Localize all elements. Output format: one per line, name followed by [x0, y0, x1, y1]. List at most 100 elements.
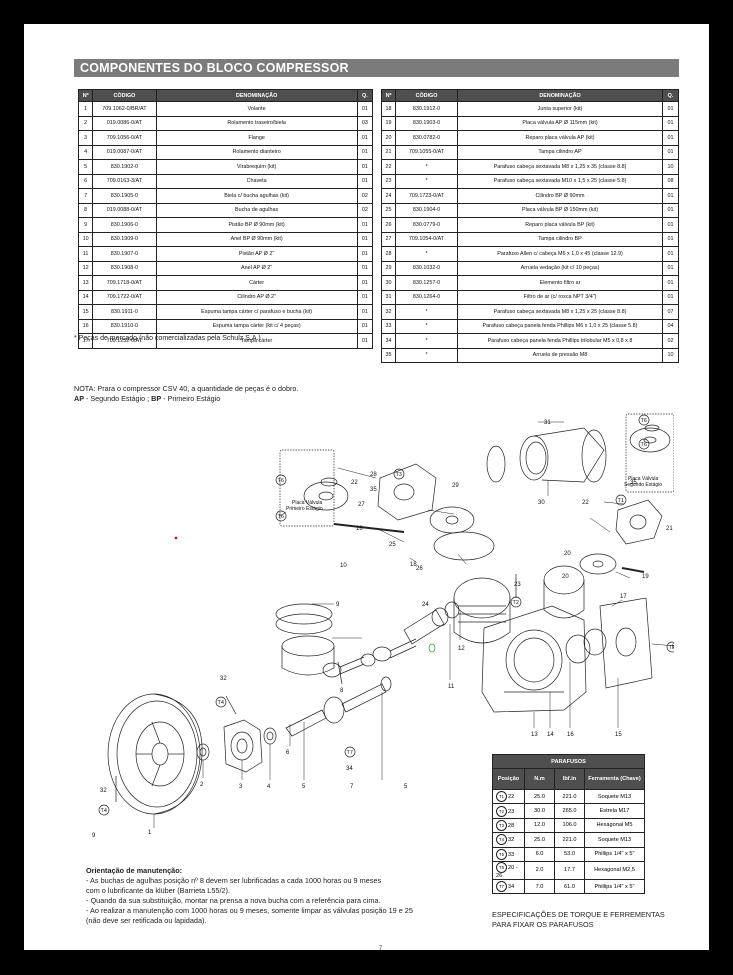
cylinder-head-bp-drawing: [377, 463, 437, 521]
red-dot: [174, 536, 178, 540]
part-quantity-cell: 01: [356, 144, 374, 160]
part-code-cell: 830.0782-0: [395, 130, 458, 146]
torque-nm-cell: 12.0: [524, 817, 555, 834]
part-number-cell: 3: [77, 130, 94, 146]
part-quantity-cell: 01: [662, 260, 679, 276]
torque-tool-cell: Estrela M17: [584, 803, 645, 819]
part-number-cell: 19: [381, 115, 396, 131]
part-description-cell: Cárter: [155, 275, 358, 291]
part-number-cell: 4: [77, 144, 94, 160]
part-quantity-cell: 01: [662, 115, 679, 131]
part-quantity-cell: 02: [356, 202, 374, 218]
label-9: 9: [336, 602, 340, 608]
torque-marker-t5: T5: [669, 645, 675, 651]
part-quantity-cell: 01: [356, 318, 374, 334]
torque-lbfin-cell: 53.0: [554, 846, 585, 862]
flywheel-drawing: [107, 693, 203, 815]
part-description-cell: Parafuso Allen c/ cabeça M6 x 1,0 x 45 (…: [457, 246, 663, 262]
label-11: 11: [448, 684, 455, 690]
table-row: 22*Parafuso cabeça sextavada M8 x 1,25 x…: [381, 159, 679, 175]
part-quantity-cell: 07: [662, 304, 679, 320]
section-title: COMPONENTES DO BLOCO COMPRESSOR: [74, 59, 679, 77]
part-code-cell: 830.1904-0: [395, 202, 458, 218]
part-description-cell: Espuma tampa cárter c/ parafuso e bucha …: [155, 304, 358, 320]
part-code-cell: *: [395, 159, 458, 175]
label-23: 23: [514, 582, 521, 588]
part-code-cell: 830.1903-0: [395, 115, 458, 131]
label-35: 35: [370, 487, 377, 493]
table-row: 33*Parafuso cabeça panela fenda Phillips…: [381, 318, 679, 334]
part-description-cell: Arruela vedação (kit c/ 10 peças): [457, 260, 663, 276]
torque-lbfin-cell: 221.0: [554, 832, 585, 848]
label-15: 15: [615, 732, 622, 738]
part-number-cell: 10: [77, 231, 94, 247]
part-quantity-cell: 01: [662, 202, 679, 218]
torque-marker-t2: T2: [513, 600, 519, 606]
part-description-cell: Rolamento traseiro/biela: [155, 115, 358, 131]
part-number-cell: 8: [77, 202, 94, 218]
part-number-cell: 5: [77, 159, 94, 175]
torque-badge: T4: [496, 834, 507, 846]
part-quantity-cell: 01: [356, 304, 374, 320]
table-row: 32*Parafuso cabeça sextavada M8 x 1,25 x…: [381, 304, 679, 320]
label-34: 34: [346, 766, 353, 772]
part-code-cell: 709.1718-0/AT: [92, 275, 157, 291]
part-quantity-cell: 01: [662, 246, 679, 262]
part-number-cell: 29: [381, 260, 396, 276]
piston-bp-drawing: [275, 603, 335, 676]
part-quantity-cell: 10: [662, 347, 679, 363]
part-description-cell: Reparo placa válvula BP (kit): [457, 217, 663, 233]
label-31: 31: [544, 420, 551, 426]
torque-position: 22: [508, 794, 515, 801]
part-quantity-cell: 01: [356, 159, 374, 175]
label-8: 8: [340, 688, 344, 694]
nota-line-1: NOTA: Prara o compressor CSV 40, a quant…: [74, 384, 299, 393]
part-number-cell: 22: [381, 159, 396, 175]
part-description-cell: Volante: [155, 101, 358, 117]
part-quantity-cell: 01: [662, 275, 679, 291]
label-16: 16: [567, 732, 574, 738]
torque-header-ferramenta: Ferramenta (Chave): [584, 768, 645, 790]
part-number-cell: 20: [381, 130, 396, 146]
air-filter-drawing: [486, 427, 607, 483]
part-description-cell: Filtro de ar (c/ rosca NPT 3/4"): [457, 289, 663, 305]
part-number-cell: 1: [77, 101, 94, 117]
part-number-cell: 9: [77, 217, 94, 233]
part-quantity-cell: 02: [356, 188, 374, 204]
part-code-cell: 830.1264-0: [395, 289, 458, 305]
part-description-cell: Espuma tampa cárter (kit c/ 4 peças): [155, 318, 358, 334]
part-quantity-cell: 01: [662, 144, 679, 160]
maintenance-line: - Quando da sua substituição, montar na …: [86, 896, 381, 905]
torque-tool-cell: Hexagonal M5: [584, 817, 645, 834]
torque-tool-cell: Phillips 1/4" x 5": [584, 846, 645, 862]
placa-bp-label-1: Placa Válvula: [292, 500, 323, 506]
part-description-cell: Pistão BP Ø 90mm (kit): [155, 217, 358, 233]
header-codigo: CÓDIGO: [92, 89, 157, 102]
part-code-cell: 709.1062-0/BR/AT: [92, 101, 157, 117]
torque-marker-t7: T7: [347, 750, 353, 756]
part-number-cell: 14: [77, 289, 94, 305]
part-number-cell: 17: [77, 333, 94, 349]
part-number-cell: 28: [381, 246, 396, 262]
torque-position: 34: [508, 884, 515, 891]
label-32: 32: [220, 676, 227, 682]
torque-badge: T1: [496, 791, 507, 803]
header-n: Nº: [381, 89, 396, 102]
label-21: 21: [666, 526, 673, 532]
part-quantity-cell: 04: [662, 318, 679, 334]
torque-nm-cell: 7.0: [524, 878, 555, 895]
part-number-cell: 6: [77, 173, 94, 189]
part-code-cell: 709.1055-0/AT: [395, 144, 458, 160]
label-27: 27: [358, 502, 365, 508]
